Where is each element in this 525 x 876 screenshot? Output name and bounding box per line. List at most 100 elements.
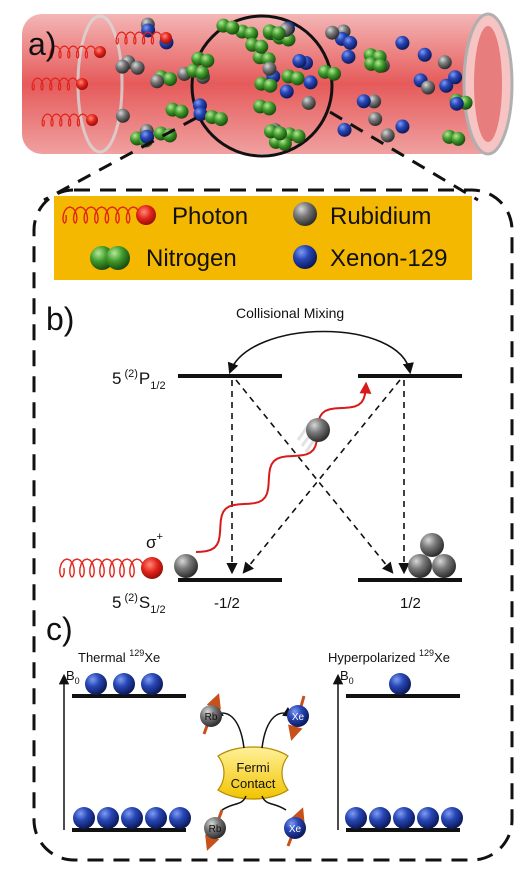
thermal-upper-xenon <box>113 673 135 695</box>
hyper-lower-xenon <box>345 807 367 829</box>
hyper-lower-xenon <box>393 807 415 829</box>
cell-rubidium-atom <box>150 74 165 89</box>
excitation-arrow <box>195 381 372 553</box>
rb-spin-bottom: Rb <box>204 809 226 851</box>
thermal-upper-xenon <box>85 673 107 695</box>
thermal-lower-xenon <box>97 807 119 829</box>
cell-photon-head <box>160 32 172 44</box>
xe-bottom-label: Xe <box>289 824 302 835</box>
vapor-cell <box>22 12 514 158</box>
cell-particles <box>115 17 473 151</box>
m-right-label: 1/2 <box>400 595 421 612</box>
cell-xenon-atom <box>140 129 155 144</box>
legend-nitrogen-label: Nitrogen <box>146 245 237 272</box>
cell-photon-spring <box>41 113 89 127</box>
exchange-arrow-lr <box>261 795 287 811</box>
thermal-lower-xenon <box>145 807 167 829</box>
p-state-label: 5(2)P1/2 <box>112 368 166 392</box>
legend-nitrogen-icon <box>90 246 130 270</box>
collisional-mixing-arrow <box>227 330 414 375</box>
cell-rubidium-atom <box>325 25 340 40</box>
panel-a-label: a) <box>28 26 56 62</box>
cell-rubidium-atom <box>421 80 436 95</box>
cell-nitrogen-atom <box>290 71 305 86</box>
thermal-label: Thermal 129Xe <box>78 648 160 665</box>
cell-nitrogen-atom <box>271 26 286 41</box>
cell-photons <box>31 31 172 127</box>
legend-rubidium-label: Rubidium <box>330 203 431 230</box>
panel-c-label: c) <box>46 611 73 647</box>
thermal-lower-xenon <box>121 807 143 829</box>
detail-frame <box>32 188 514 862</box>
cell-nitrogen-atom <box>213 112 228 127</box>
cell-rubidium-atom <box>115 59 130 74</box>
hyper-lower-xenon <box>417 807 439 829</box>
cell-rubidium-atom <box>368 112 383 127</box>
xenon-populations <box>73 673 463 829</box>
thermal-upper-xenon <box>141 673 163 695</box>
cell-nitrogen-atom <box>244 26 259 41</box>
cell-rubidium-atom <box>262 61 277 76</box>
cell-nitrogen-atom <box>262 101 277 116</box>
fermi-label-line2: Contact <box>231 776 276 791</box>
b0-label-right: B0 <box>340 668 354 686</box>
p-state-prefix: 5 <box>112 369 121 388</box>
cell-xenon-atom <box>395 35 410 50</box>
incoming-photon <box>59 557 163 579</box>
cell-nitrogen-atom <box>225 20 240 35</box>
cell-nitrogen-atom <box>263 78 278 93</box>
xe-top-label: Xe <box>292 712 305 723</box>
fermi-contact-box <box>217 746 289 800</box>
cell-rubidium-atom <box>301 95 316 110</box>
cell-nitrogen-atom <box>195 65 210 80</box>
zoom-line-left <box>43 116 197 202</box>
cell-rubidium-atom <box>130 60 145 75</box>
excited-rubidium <box>296 418 330 453</box>
cell-xenon-atom <box>417 47 432 62</box>
exchange-arrow-ll <box>221 795 247 811</box>
s-state-label: 5(2)S1/2 <box>112 592 166 616</box>
thermal-lower-xenon <box>169 807 191 829</box>
cell-nitrogen-atom <box>254 39 269 54</box>
cell-nitrogen-atom <box>272 126 287 141</box>
cell-nitrogen-atom <box>162 128 177 143</box>
hyper-lower-xenon <box>369 807 391 829</box>
cell-rubidium-atom <box>437 55 452 70</box>
decay-arrow-4 <box>242 379 401 574</box>
legend: Photon Rubidium Nitrogen Xenon-129 <box>54 196 472 280</box>
m-left-label: -1/2 <box>214 595 240 612</box>
sigma-plus-label: σ+ <box>146 531 163 552</box>
cell-nitrogen-atom <box>373 58 388 73</box>
rb-bottom-label: Rb <box>209 824 222 835</box>
ground-rubidium-left <box>174 554 198 578</box>
legend-xenon-icon <box>293 245 317 269</box>
cell-xenon-atom <box>448 70 463 85</box>
cell-nitrogen-atom <box>291 129 306 144</box>
zoom-circle <box>190 14 334 158</box>
cell-xenon-atom <box>356 94 371 109</box>
cell-xenon-atom <box>395 119 410 134</box>
cell-xenon-atom <box>343 35 358 50</box>
cell-xenon-atom <box>439 78 454 93</box>
rb-top-label: Rb <box>205 712 218 723</box>
cell-nitrogen-atom <box>163 72 178 87</box>
cell-xenon-atom <box>303 75 318 90</box>
cell-nitrogen-atom <box>327 66 342 81</box>
b0-label-left: B0 <box>66 668 80 686</box>
ground-rubidium-right <box>408 533 456 578</box>
rb-spin-top: Rb <box>200 693 222 735</box>
cell-nitrogen-atom <box>200 53 215 68</box>
fermi-label-line1: Fermi <box>236 760 269 775</box>
cell-photon-spring <box>31 77 79 91</box>
legend-photon-label: Photon <box>172 203 248 230</box>
decay-arrow-3 <box>235 379 394 574</box>
cell-photon-spring <box>49 45 97 59</box>
legend-rubidium-icon <box>293 202 317 226</box>
cell-rubidium-atom <box>115 108 130 123</box>
collisional-mixing-label: Collisional Mixing <box>236 305 344 321</box>
cell-photon-head <box>76 78 88 90</box>
cell-nitrogen-atom <box>277 136 292 151</box>
legend-photon-icon <box>62 205 156 225</box>
legend-xenon-label: Xenon-129 <box>330 245 447 272</box>
